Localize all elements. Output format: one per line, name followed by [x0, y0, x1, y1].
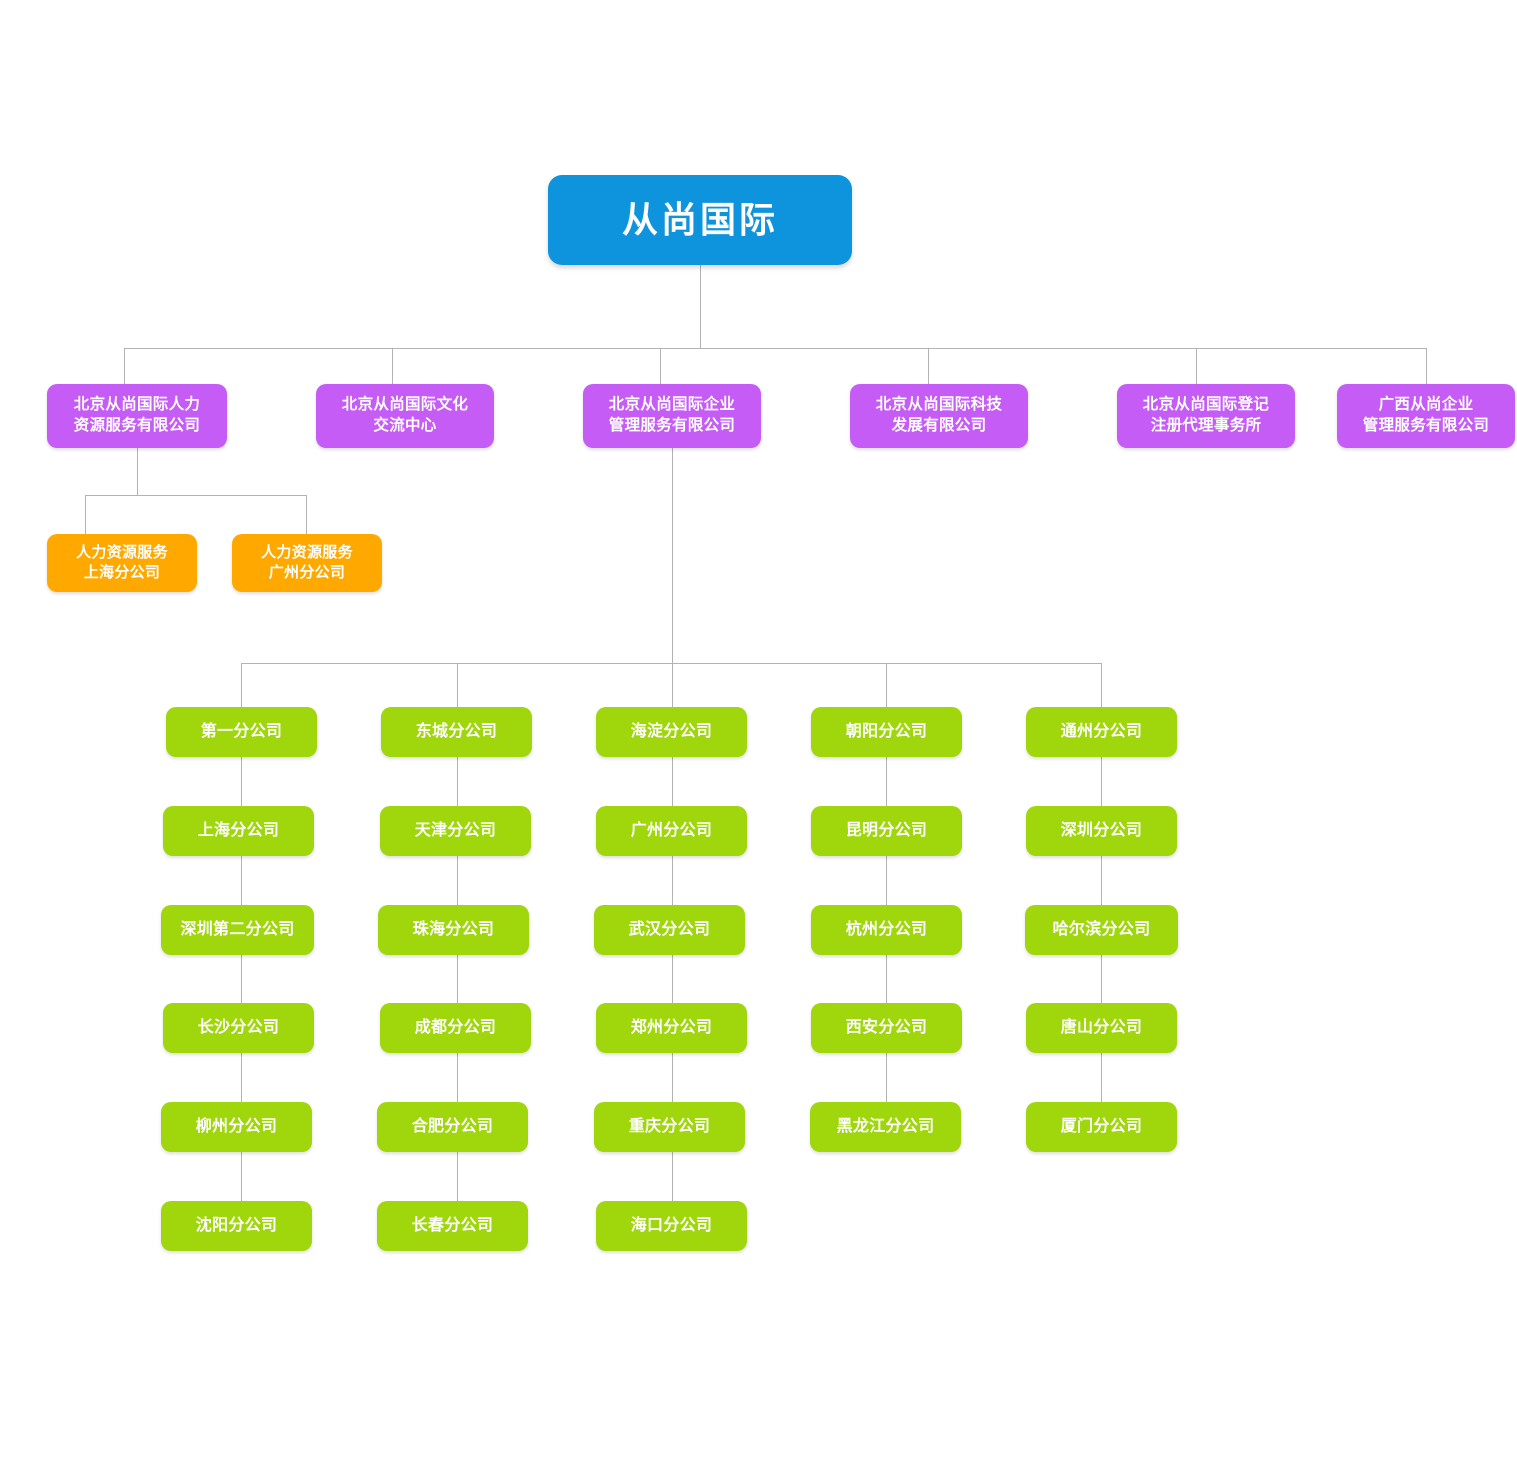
org-node-hr-branch-1[interactable]: 人力资源服务 广州分公司 [232, 534, 382, 592]
connector-hr-drop-1 [306, 495, 307, 534]
org-node-branch-c3-r2[interactable]: 杭州分公司 [811, 905, 962, 955]
org-node-branch-c3-r4[interactable]: 黑龙江分公司 [810, 1102, 961, 1152]
connector-level2-drop-2 [660, 348, 661, 384]
org-node-branch-c0-r0[interactable]: 第一分公司 [166, 707, 317, 757]
org-node-branch-c1-r0[interactable]: 东城分公司 [381, 707, 532, 757]
connector-mgmt-bus [241, 663, 1102, 664]
org-node-branch-c0-r3[interactable]: 长沙分公司 [163, 1003, 314, 1053]
org-node-hr-branch-0[interactable]: 人力资源服务 上海分公司 [47, 534, 197, 592]
org-node-branch-c2-r3[interactable]: 郑州分公司 [596, 1003, 747, 1053]
connector-level2-drop-1 [392, 348, 393, 384]
org-node-branch-c1-r2[interactable]: 珠海分公司 [378, 905, 529, 955]
connector-root-stem [700, 265, 701, 348]
connector-mgmt-drop-1 [457, 663, 458, 707]
org-node-subsidiary-1[interactable]: 北京从尚国际文化 交流中心 [316, 384, 494, 448]
org-node-branch-c4-r3[interactable]: 唐山分公司 [1026, 1003, 1177, 1053]
connector-level2-drop-3 [928, 348, 929, 384]
connector-column-spine-2 [672, 757, 673, 1201]
org-node-branch-c1-r1[interactable]: 天津分公司 [380, 806, 531, 856]
connector-mgmt-stem [672, 448, 673, 663]
org-node-branch-c2-r4[interactable]: 重庆分公司 [594, 1102, 745, 1152]
connector-column-spine-0 [241, 757, 242, 1201]
org-node-branch-c1-r3[interactable]: 成都分公司 [380, 1003, 531, 1053]
org-node-branch-c2-r5[interactable]: 海口分公司 [596, 1201, 747, 1251]
connector-level2-drop-4 [1196, 348, 1197, 384]
org-node-branch-c2-r0[interactable]: 海淀分公司 [596, 707, 747, 757]
connector-hr-bus [85, 495, 306, 496]
connector-mgmt-drop-0 [241, 663, 242, 707]
org-node-branch-c0-r2[interactable]: 深圳第二分公司 [161, 905, 314, 955]
connector-level2-drop-0 [124, 348, 125, 384]
org-node-branch-c4-r1[interactable]: 深圳分公司 [1026, 806, 1177, 856]
org-node-branch-c2-r2[interactable]: 武汉分公司 [594, 905, 745, 955]
org-node-subsidiary-0[interactable]: 北京从尚国际人力 资源服务有限公司 [47, 384, 227, 448]
org-node-branch-c1-r4[interactable]: 合肥分公司 [377, 1102, 528, 1152]
org-node-branch-c2-r1[interactable]: 广州分公司 [596, 806, 747, 856]
org-node-branch-c3-r3[interactable]: 西安分公司 [811, 1003, 962, 1053]
org-node-branch-c1-r5[interactable]: 长春分公司 [377, 1201, 528, 1251]
org-node-branch-c4-r4[interactable]: 厦门分公司 [1026, 1102, 1177, 1152]
connector-level2-bus [124, 348, 1427, 349]
org-node-subsidiary-5[interactable]: 广西从尚企业 管理服务有限公司 [1337, 384, 1515, 448]
org-node-subsidiary-4[interactable]: 北京从尚国际登记 注册代理事务所 [1117, 384, 1295, 448]
org-node-branch-c3-r1[interactable]: 昆明分公司 [811, 806, 962, 856]
connector-mgmt-drop-4 [1101, 663, 1102, 707]
org-node-branch-c0-r4[interactable]: 柳州分公司 [161, 1102, 312, 1152]
org-node-root[interactable]: 从尚国际 [548, 175, 852, 265]
org-node-branch-c0-r1[interactable]: 上海分公司 [163, 806, 314, 856]
connector-mgmt-drop-2 [672, 663, 673, 707]
org-node-branch-c4-r0[interactable]: 通州分公司 [1026, 707, 1177, 757]
connector-hr-drop-0 [85, 495, 86, 534]
connector-column-spine-1 [457, 757, 458, 1201]
org-node-branch-c3-r0[interactable]: 朝阳分公司 [811, 707, 962, 757]
org-node-branch-c0-r5[interactable]: 沈阳分公司 [161, 1201, 312, 1251]
org-node-subsidiary-3[interactable]: 北京从尚国际科技 发展有限公司 [850, 384, 1028, 448]
org-node-branch-c4-r2[interactable]: 哈尔滨分公司 [1025, 905, 1178, 955]
connector-hr-stem [137, 448, 138, 495]
connector-level2-drop-5 [1426, 348, 1427, 384]
org-node-subsidiary-2[interactable]: 北京从尚国际企业 管理服务有限公司 [583, 384, 761, 448]
connector-mgmt-drop-3 [886, 663, 887, 707]
